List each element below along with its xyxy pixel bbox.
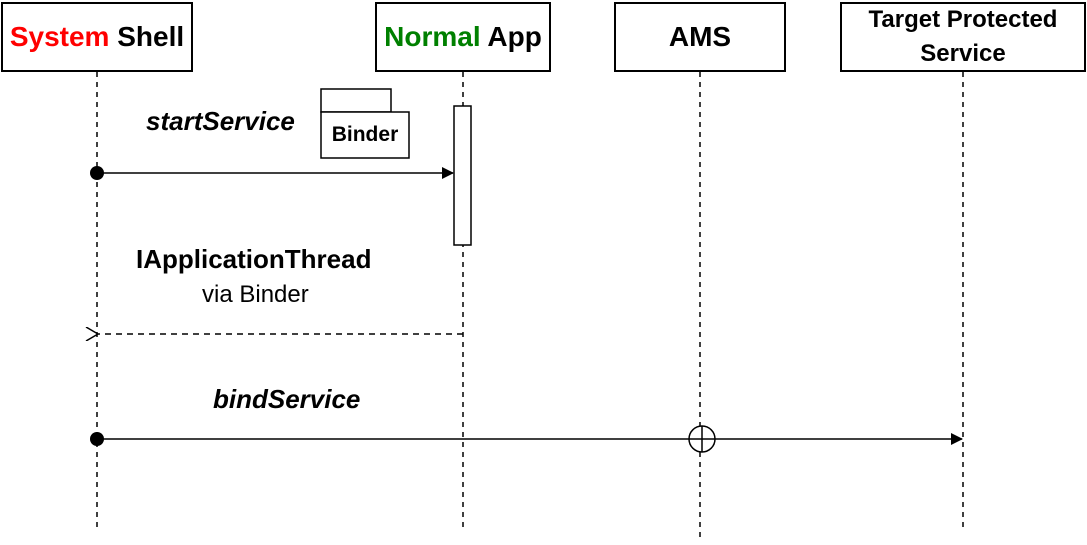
actor-normal-app-highlight: Normal — [384, 21, 481, 52]
return-label-title: IApplicationThread — [136, 244, 372, 274]
actor-normal-app: Normal App — [375, 2, 551, 72]
actor-target-protected-service: Target Protected Service — [840, 2, 1086, 72]
actor-system-shell: System Shell — [1, 2, 193, 72]
actor-target-line1: Target Protected — [868, 6, 1058, 33]
actor-system-shell-highlight: System — [9, 21, 110, 52]
return-label-subtitle: via Binder — [202, 281, 309, 308]
bind-service-label: bindService — [213, 384, 361, 414]
actor-ams: AMS — [614, 2, 786, 72]
actor-target-line2: Service — [920, 40, 1006, 67]
actor-normal-app-label: App — [480, 21, 542, 52]
start-service-label: startService — [146, 106, 295, 136]
ams-intercept-icon — [688, 425, 716, 453]
actor-system-shell-label: Shell — [109, 21, 185, 52]
binder-note-body — [320, 111, 410, 159]
binder-note-tab — [320, 88, 392, 113]
actor-ams-label: AMS — [668, 21, 732, 52]
binder-note-label: Binder — [331, 123, 399, 146]
activation-bar-normal-app — [453, 105, 472, 246]
